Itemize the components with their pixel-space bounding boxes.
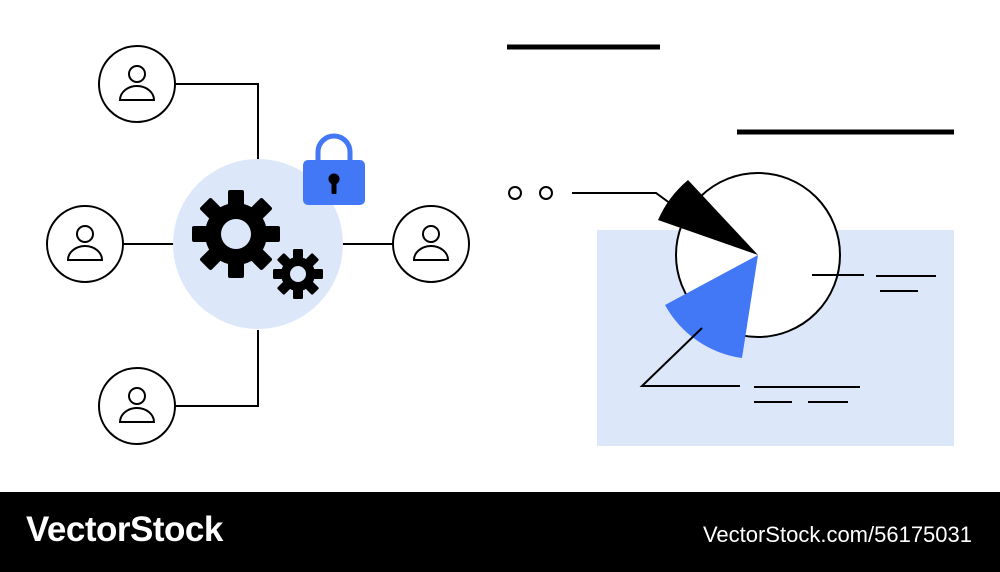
user-avatar-right [392,205,470,283]
user-avatar-bottom [98,367,176,445]
network-connectors [124,83,393,407]
large-gear-icon [192,190,280,278]
pie-slice-blue [665,255,758,358]
pie-chart-icon [658,172,841,358]
user-icon [118,65,156,101]
small-gear-icon [273,249,323,299]
watermark-footer: VectorStock VectorStock.com/56175031 [0,492,1000,572]
ellipsis-dots [508,186,553,200]
user-icon [66,225,104,261]
pie-slice-black [658,180,758,255]
user-icon [412,225,450,261]
user-avatar-left [46,205,124,283]
illustration [46,44,954,446]
user-icon [118,387,156,423]
padlock-icon [303,133,365,205]
callout-lines [572,192,936,403]
user-avatar-top [98,45,176,123]
image-id-text: VectorStock.com/56175031 [702,522,972,547]
brand-logo-text: VectorStock [26,510,223,549]
